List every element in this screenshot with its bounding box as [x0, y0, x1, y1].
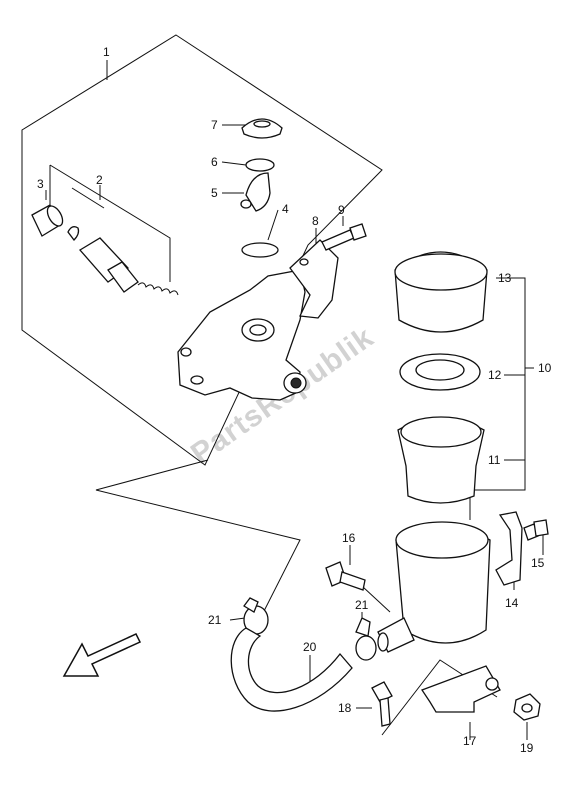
label-16: 16: [342, 531, 356, 545]
connector-part: [240, 172, 271, 212]
bolt-part-16: [325, 561, 366, 591]
label-14: 14: [505, 596, 519, 610]
piston-kit-bracket: [49, 164, 171, 282]
ring-part: [245, 158, 275, 172]
label-13: 13: [498, 271, 512, 285]
front-direction-arrow-icon: [62, 633, 142, 677]
bracket-part-14: [495, 511, 523, 586]
label-18: 18: [338, 701, 352, 715]
nut-part-19: [513, 693, 541, 721]
label-5: 5: [211, 186, 218, 200]
assembly-outline: [21, 34, 383, 466]
reservoir-cap-part: [394, 251, 488, 333]
master-cylinder-body: [177, 269, 307, 401]
o-ring-part: [241, 242, 279, 258]
hose-part-20: [230, 627, 353, 712]
reservoir-body: [377, 521, 491, 653]
clip-part-21a: [243, 597, 269, 635]
clip-part-21b: [355, 617, 377, 661]
bolt-part-9: [321, 223, 367, 251]
label-19: 19: [520, 741, 534, 755]
clamp-part: [289, 239, 339, 319]
label-4: 4: [282, 202, 289, 216]
piston-part: [67, 226, 179, 296]
cap-part: [241, 118, 283, 139]
label-17: 17: [463, 734, 477, 748]
label-9: 9: [338, 203, 345, 217]
label-6: 6: [211, 155, 218, 169]
boot-part: [31, 204, 64, 237]
diaphragm-part: [397, 416, 485, 504]
label-7: 7: [211, 118, 218, 132]
label-12: 12: [488, 368, 502, 382]
bolt-part-18: [371, 681, 393, 727]
label-3: 3: [37, 177, 44, 191]
callout-labels: 1 2 3 7 6 5 4 8 9 13 12 10 11 15 16 14 2…: [37, 45, 552, 755]
label-11: 11: [488, 453, 501, 467]
bracket-part-17: [421, 665, 501, 713]
label-10: 10: [538, 361, 552, 375]
label-20: 20: [303, 640, 317, 654]
plate-part: [399, 353, 481, 391]
label-21a: 21: [208, 613, 222, 627]
piston-kit-bracket-3: [71, 187, 105, 209]
label-21b: 21: [355, 598, 369, 612]
label-1: 1: [103, 45, 110, 59]
label-2: 2: [96, 173, 103, 187]
screw-part-15: [523, 519, 549, 541]
label-15: 15: [531, 556, 545, 570]
label-8: 8: [312, 214, 319, 228]
